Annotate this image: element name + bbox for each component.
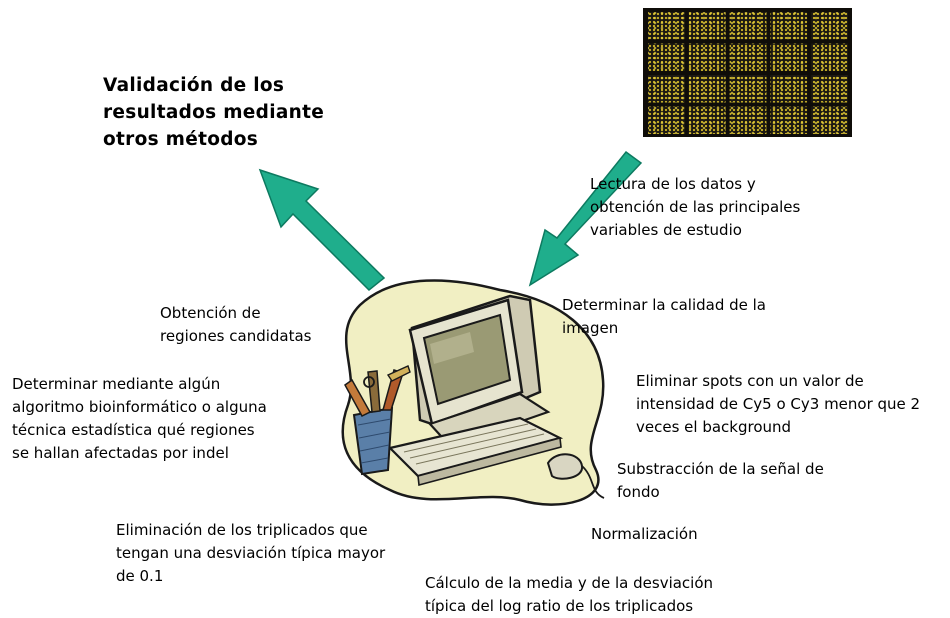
label-triplicados: Eliminación de los triplicados que tenga… xyxy=(116,521,386,585)
microarray-block-highlight xyxy=(648,75,685,103)
label-eliminar-spots: Eliminar spots con un valor de intensida… xyxy=(636,372,921,436)
microarray-block-highlight xyxy=(770,43,808,71)
microarray-block-highlight xyxy=(770,75,808,103)
microarray-block-highlight xyxy=(648,106,685,134)
microarray-block-highlight xyxy=(729,43,767,71)
label-calculo: Cálculo de la media y de la desviación t… xyxy=(425,574,714,615)
microarray-block-highlight xyxy=(648,43,685,71)
microarray-image xyxy=(643,8,852,137)
computer-clipart xyxy=(341,279,605,506)
label-obtencion: Obtención de regiones candidatas xyxy=(160,304,312,345)
microarray-block-highlight xyxy=(729,12,767,40)
arrow-to-validation xyxy=(258,168,386,292)
label-calidad: Determinar la calidad de la imagen xyxy=(562,296,766,337)
microarray-block-highlight xyxy=(770,12,808,40)
microarray-block-highlight xyxy=(811,43,848,71)
label-normalizacion: Normalización xyxy=(591,525,698,543)
microarray-block-highlight xyxy=(811,12,848,40)
label-algoritmo: Determinar mediante algún algoritmo bioi… xyxy=(12,375,267,462)
validation-title: Validación de los resultados mediante ot… xyxy=(103,75,325,150)
microarray-block-highlight xyxy=(688,43,726,71)
microarray-block-highlight xyxy=(811,75,848,103)
microarray-block-highlight xyxy=(811,106,848,134)
microarray-block-highlight xyxy=(729,75,767,103)
microarray-block-highlight xyxy=(729,106,767,134)
microarray-block-highlight xyxy=(688,75,726,103)
label-lectura: Lectura de los datos y obtención de las … xyxy=(590,175,801,239)
microarray-block-highlight xyxy=(688,106,726,134)
label-substraccion: Substracción de la señal de fondo xyxy=(617,460,824,501)
arrow-from-microarray xyxy=(528,150,643,287)
microarray-block-highlight xyxy=(648,12,685,40)
microarray-block-highlight xyxy=(688,12,726,40)
microarray-block-highlight xyxy=(770,106,808,134)
